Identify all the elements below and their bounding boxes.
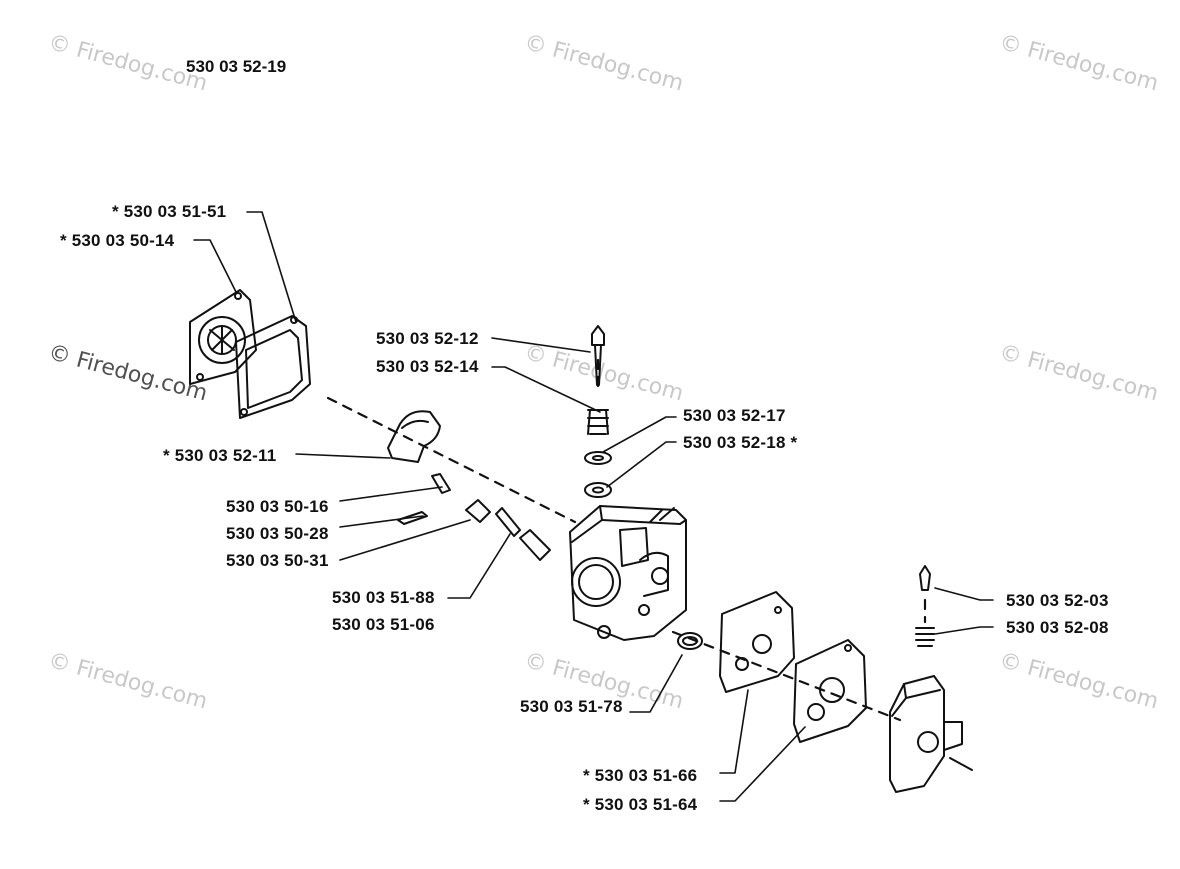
part-label: 530 03 50-16	[226, 497, 329, 516]
small-screw-parts	[397, 473, 551, 561]
part-label: 530 03 52-18 *	[683, 433, 798, 452]
metering-gasket	[719, 591, 795, 693]
carburetor-body	[569, 505, 687, 641]
part-label: 530 03 52-17	[683, 406, 786, 425]
part-label: 530 03 52-14	[376, 357, 479, 376]
part-label: 530 03 52-08	[1006, 618, 1109, 637]
part-label: 530 03 51-88	[332, 588, 435, 607]
part-label: 530 03 50-31	[226, 551, 329, 570]
part-label: * 530 03 51-66	[583, 766, 698, 785]
part-label: 530 03 51-78	[520, 697, 623, 716]
part-label: 530 03 51-06	[332, 615, 435, 634]
elbow-part	[387, 410, 441, 463]
part-label: * 530 03 51-51	[112, 202, 227, 221]
assembly-number: 530 03 52-19	[186, 57, 287, 76]
part-label: * 530 03 52-11	[163, 446, 277, 465]
pump-gasket	[235, 315, 311, 419]
part-label: 530 03 52-12	[376, 329, 479, 348]
part-label: * 530 03 51-64	[583, 795, 698, 814]
part-label: 530 03 52-03	[1006, 591, 1109, 610]
part-label: * 530 03 50-14	[60, 231, 175, 250]
part-label: 530 03 50-28	[226, 524, 329, 543]
inlet-needle-spring	[915, 565, 935, 647]
metering-cover	[889, 675, 973, 793]
pump-cover-plate	[189, 289, 257, 385]
metering-diaphragm	[793, 639, 867, 743]
leader-lines	[193, 211, 994, 802]
needle-spring-washers	[584, 325, 612, 498]
welch-plug	[677, 632, 703, 650]
assembly-axis	[326, 358, 927, 722]
